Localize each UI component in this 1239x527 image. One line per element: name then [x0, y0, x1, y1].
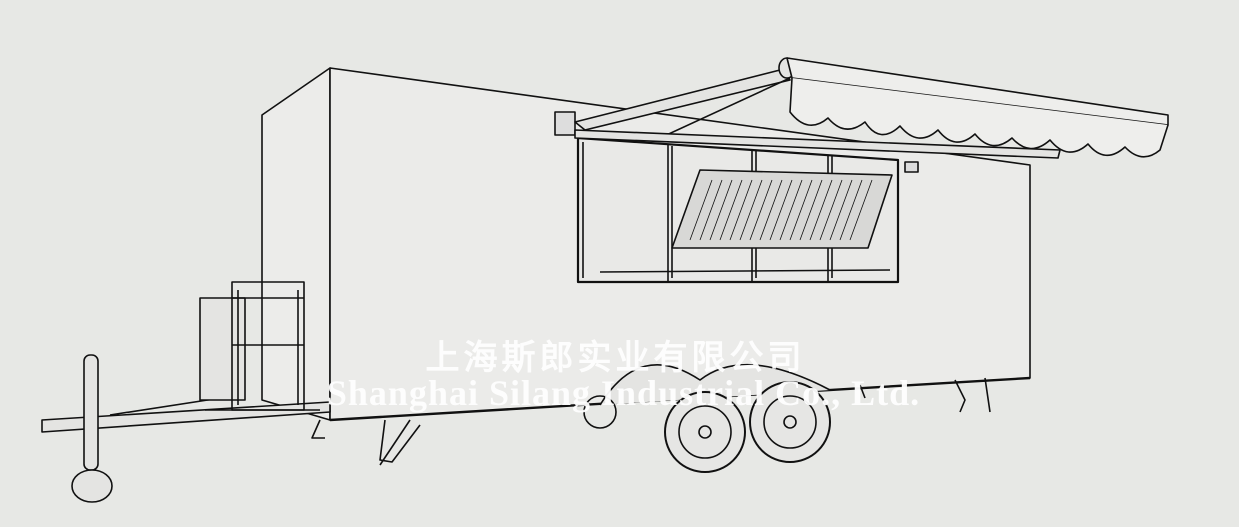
- jacks: [311, 377, 991, 466]
- wheels: [583, 363, 831, 473]
- awning: [554, 57, 1169, 173]
- serving-window: [576, 136, 900, 284]
- tongue-and-rack: [41, 281, 331, 503]
